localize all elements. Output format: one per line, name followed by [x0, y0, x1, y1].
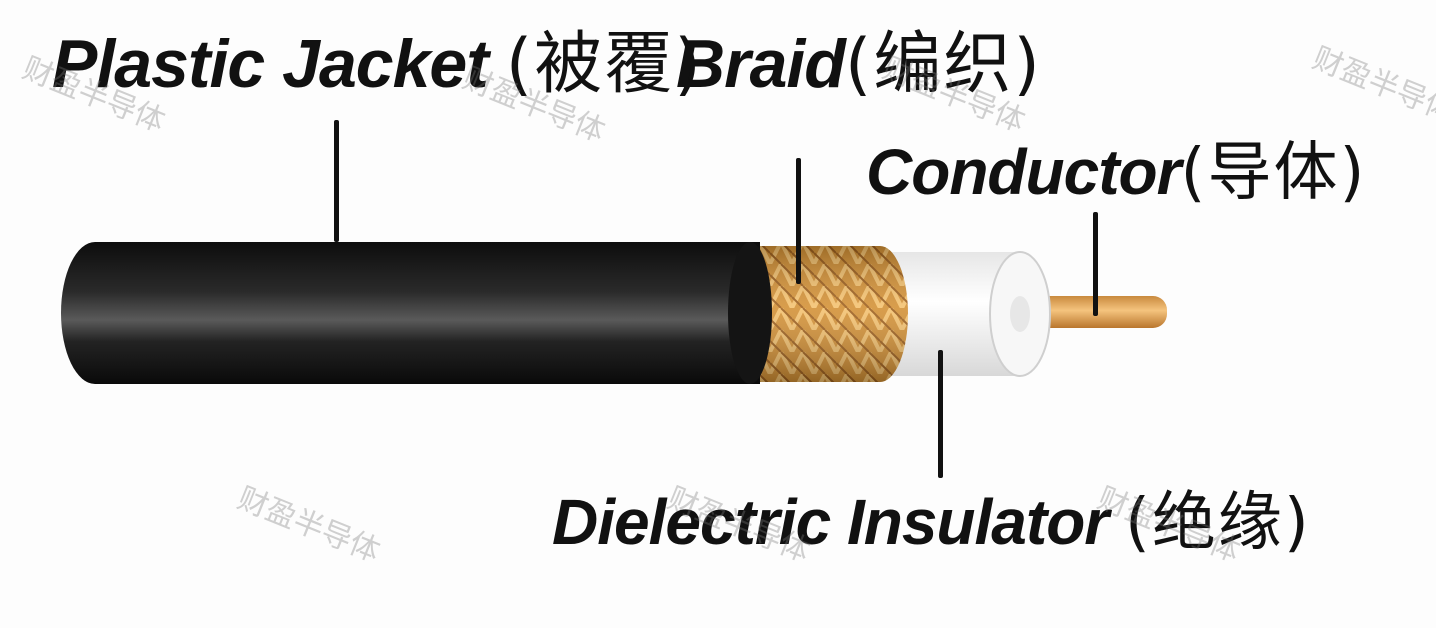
label-braid-text: Braid [676, 26, 846, 102]
leader-line-braid [796, 158, 801, 284]
conductor-core [1015, 296, 1167, 328]
braid-shield-shape [740, 246, 908, 382]
label-braid-cjk: (编织) [844, 25, 1042, 104]
leader-line-conductor [1093, 212, 1098, 316]
label-plastic-jacket: Plastic Jacket (被覆) [52, 30, 703, 99]
plastic-jacket-shape [61, 242, 772, 384]
label-conductor-text: Conductor [866, 136, 1181, 208]
label-plastic-jacket-cjk: (被覆) [505, 25, 703, 104]
label-dielectric-insulator-cjk: (绝缘) [1124, 486, 1311, 560]
label-conductor-cjk: (导体) [1180, 136, 1367, 210]
label-braid: Braid(编织) [676, 30, 1042, 99]
label-conductor: Conductor(导体) [866, 140, 1366, 205]
leader-line-plastic-jacket [334, 120, 339, 242]
label-dielectric-insulator-text: Dielectric Insulator [552, 486, 1109, 558]
label-dielectric-insulator: Dielectric Insulator (绝缘) [552, 490, 1311, 555]
leader-line-dielectric [938, 350, 943, 478]
dielectric-insulator-shape [885, 251, 1051, 377]
label-plastic-jacket-text: Plastic Jacket [52, 26, 489, 102]
